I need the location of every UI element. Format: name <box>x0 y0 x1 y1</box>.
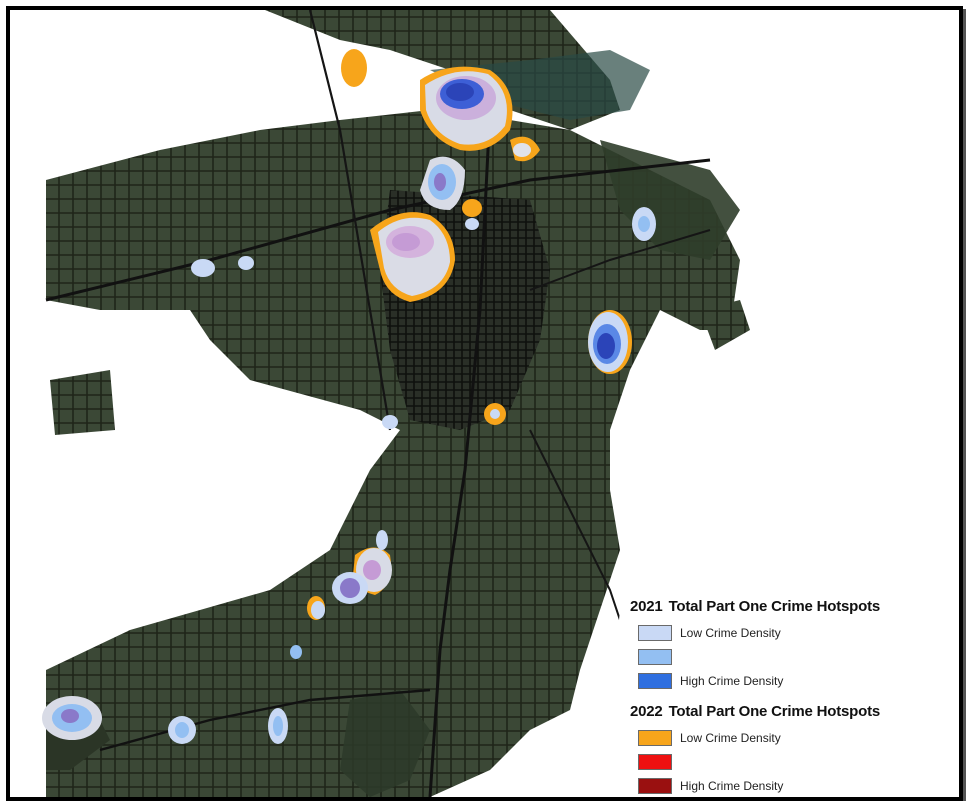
legend-title-text: Total Part One Crime Hotspots <box>668 703 881 720</box>
legend-swatch <box>638 673 672 689</box>
legend-label: High Crime Density <box>680 779 784 793</box>
legend-label: Low Crime Density <box>680 731 781 745</box>
legend-title-text: Total Part One Crime Hotspots <box>668 598 881 615</box>
legend-background <box>610 610 959 797</box>
legend-swatch <box>638 754 672 770</box>
legend-swatch <box>638 730 672 746</box>
legend-group-2022: 2022 Total Part One Crime Hotspots Low Cr… <box>630 703 930 797</box>
land-areas <box>45 10 750 797</box>
legend-year: 2022 <box>630 703 663 720</box>
legend-title-2021: 2021 Total Part One Crime Hotspots <box>630 598 930 615</box>
legend-group-2021: 2021 Total Part One Crime Hotspots Low Cr… <box>630 598 930 693</box>
legend-title-2022: 2022 Total Part One Crime Hotspots <box>630 703 930 720</box>
legend-label: High Crime Density <box>680 674 784 688</box>
legend-swatch <box>638 778 672 794</box>
legend-item <box>630 750 930 774</box>
legend-swatch <box>638 649 672 665</box>
legend-item <box>630 645 930 669</box>
map-canvas[interactable] <box>10 10 959 797</box>
legend-item: Low Crime Density <box>630 726 930 750</box>
legend-label: Low Crime Density <box>680 626 781 640</box>
legend-year: 2021 <box>630 598 663 615</box>
crime-hotspots <box>42 49 656 744</box>
legend-item: High Crime Density <box>630 669 930 693</box>
legend-item: Low Crime Density <box>630 621 930 645</box>
legend-swatch <box>638 625 672 641</box>
legend-item: High Crime Density <box>630 774 930 797</box>
